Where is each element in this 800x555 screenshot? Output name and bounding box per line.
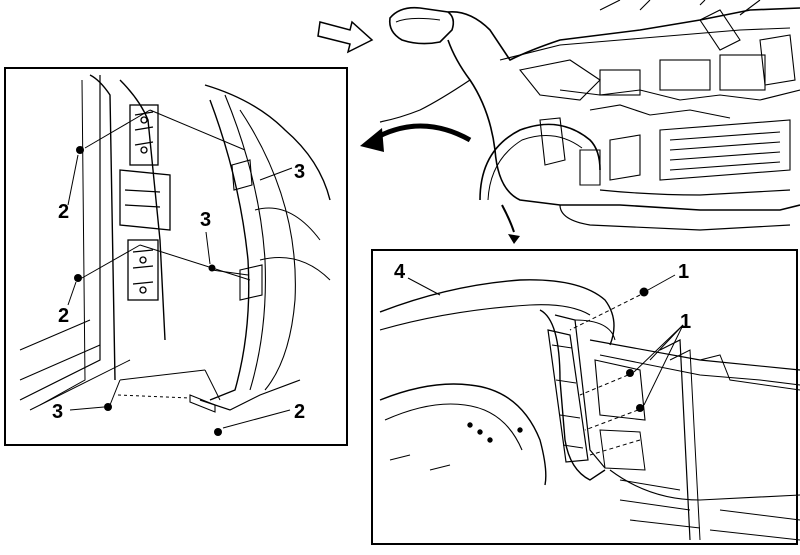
callout-2-mid: 2 <box>58 305 69 327</box>
right-detail-panel: 4 1 1 <box>371 249 800 545</box>
callout-2-bottom: 2 <box>294 401 305 423</box>
arrow-top <box>317 20 374 54</box>
fender-rear-edge <box>209 99 250 401</box>
side-mirror <box>388 6 455 45</box>
right-panel-frame <box>371 249 798 545</box>
vehicle-overview <box>379 0 800 231</box>
down-arrow <box>501 204 520 244</box>
fender-rear <box>539 309 606 481</box>
fender-top-curve <box>204 84 331 201</box>
callout-3-bottom: 3 <box>52 401 63 423</box>
fender-line <box>447 39 800 211</box>
pillar-outer <box>89 74 116 381</box>
wheel-opening <box>479 123 601 201</box>
right-bolts <box>626 287 649 412</box>
right-leader-lines <box>407 274 684 406</box>
removal-arrow <box>360 123 472 152</box>
callout-1-lower: 1 <box>680 311 691 333</box>
right-bolt-paths <box>569 294 641 456</box>
wheel-arch <box>379 383 547 486</box>
callout-3-top: 3 <box>294 161 305 183</box>
callout-3-mid: 3 <box>200 209 211 231</box>
callout-4: 4 <box>394 261 406 283</box>
hood-line <box>447 7 800 62</box>
seal-strip <box>547 329 589 463</box>
callout-1-top: 1 <box>678 261 689 283</box>
lower-hinge <box>127 239 159 301</box>
left-leader-lines <box>81 109 251 406</box>
fender-top <box>379 279 615 346</box>
left-bolts <box>74 146 222 436</box>
left-detail-panel: 2 2 2 3 3 3 <box>4 67 348 446</box>
callout-2-top: 2 <box>58 201 69 223</box>
engine-bay <box>499 0 800 186</box>
